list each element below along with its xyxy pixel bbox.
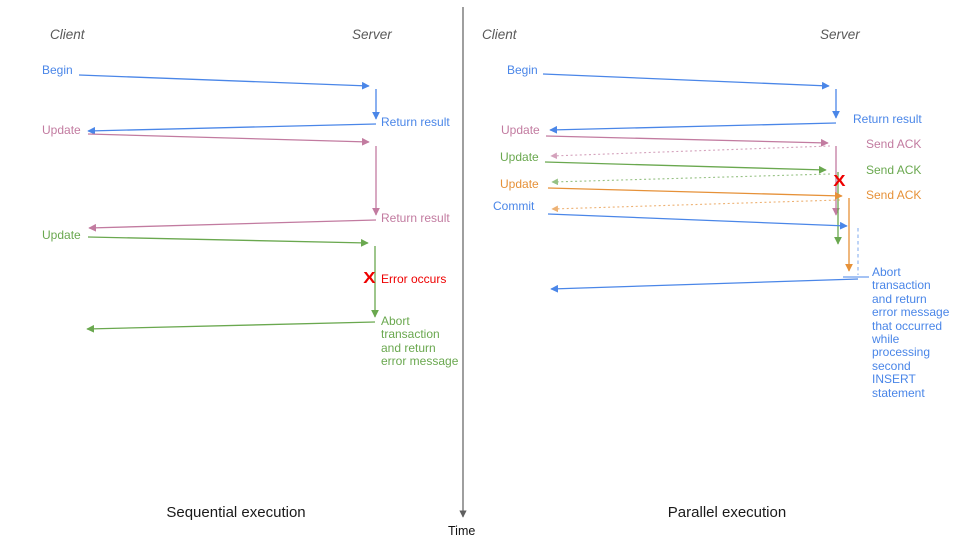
right-commit-label: Commit bbox=[493, 199, 535, 213]
right-error-x-icon: X bbox=[833, 173, 846, 190]
time-axis-label: Time bbox=[448, 524, 476, 538]
right-begin-arrow bbox=[542, 73, 830, 90]
right-update-2-arrow bbox=[544, 161, 827, 174]
right-send-ack-1-arrow bbox=[550, 145, 831, 160]
left-return-result-1-label: Return result bbox=[381, 115, 450, 129]
left-begin-arrow bbox=[78, 74, 370, 90]
right-send-ack-1-label: Send ACK bbox=[866, 137, 922, 151]
left-update-2-arrow bbox=[87, 236, 369, 247]
left-update-1-arrow bbox=[87, 133, 370, 146]
right-send-ack-3-arrow bbox=[551, 199, 841, 213]
left-client-header: Client bbox=[50, 27, 85, 42]
right-update-1-label: Update bbox=[501, 123, 540, 137]
left-update-1-label: Update bbox=[42, 123, 81, 137]
right-update-1-arrow bbox=[545, 135, 829, 147]
right-send-ack-3-label: Send ACK bbox=[866, 188, 922, 202]
right-update-2-label: Update bbox=[500, 150, 539, 164]
right-update-3-arrow bbox=[547, 187, 843, 200]
right-server-header: Server bbox=[820, 27, 860, 42]
left-return-result-1-arrow bbox=[87, 123, 377, 135]
left-return-result-2-label: Return result bbox=[381, 211, 450, 225]
left-error-occurs-label: Error occurs bbox=[381, 272, 447, 286]
right-abort-message-label: Abort transaction and return error messa… bbox=[872, 265, 950, 400]
left-server-header: Server bbox=[352, 27, 392, 42]
left-abort-return-arrow bbox=[86, 321, 376, 333]
right-send-ack-2-arrow bbox=[551, 173, 831, 186]
left-error-x-icon: X bbox=[363, 270, 376, 287]
right-begin-label: Begin bbox=[507, 63, 538, 77]
left-update-2-label: Update bbox=[42, 228, 81, 242]
right-client-header: Client bbox=[482, 27, 517, 42]
right-caption: Parallel execution bbox=[667, 504, 787, 521]
left-abort-message-label: Abort transaction and return error messa… bbox=[381, 314, 459, 369]
right-abort-return-arrow bbox=[550, 278, 859, 293]
right-return-result-arrow bbox=[549, 122, 837, 134]
right-return-result-label: Return result bbox=[853, 112, 922, 126]
right-update-3-label: Update bbox=[500, 177, 539, 191]
right-send-ack-2-label: Send ACK bbox=[866, 163, 922, 177]
left-caption: Sequential execution bbox=[166, 504, 306, 521]
left-begin-label: Begin bbox=[42, 63, 73, 77]
right-commit-arrow bbox=[547, 213, 848, 230]
left-return-result-2-arrow bbox=[88, 219, 377, 232]
